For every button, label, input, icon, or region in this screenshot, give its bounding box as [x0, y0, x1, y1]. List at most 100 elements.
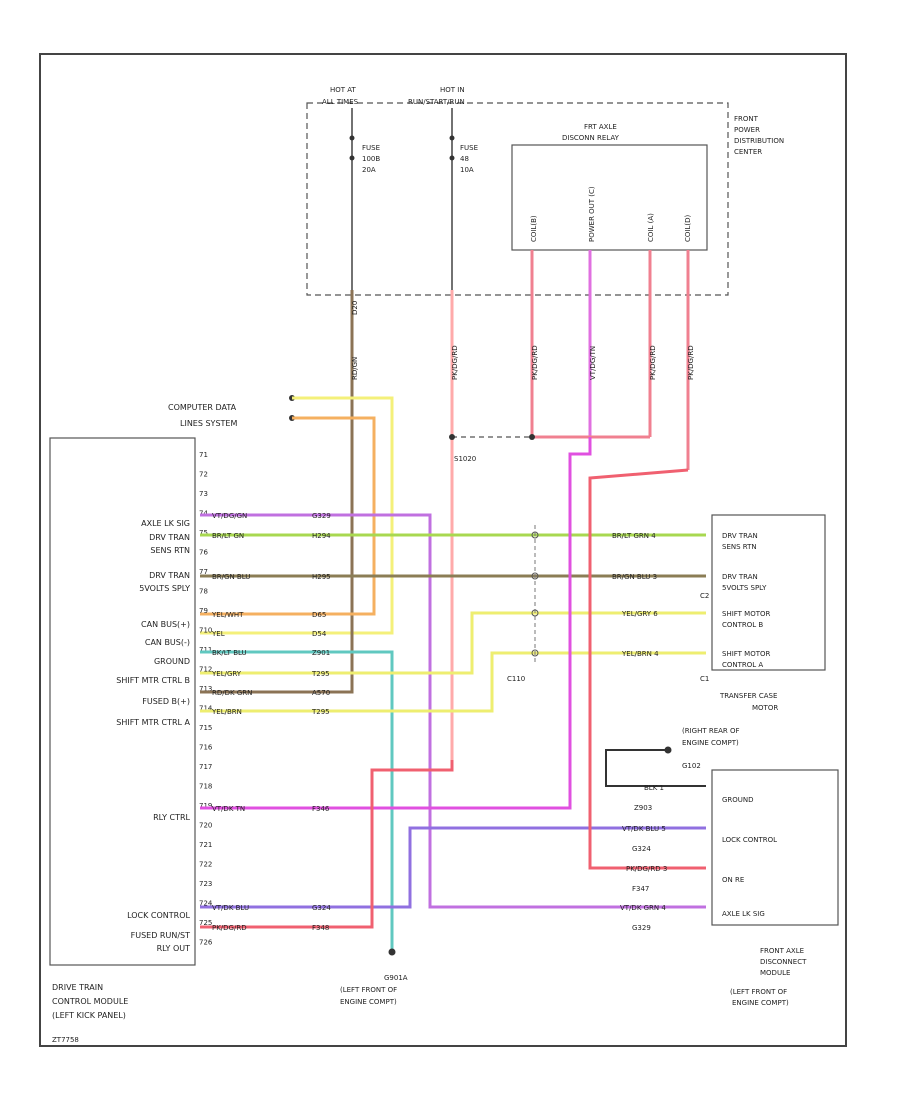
vwire-2-label: PK/DG/RD [451, 345, 459, 380]
tc-c1: C1 [700, 675, 709, 683]
dtcm-caption-1: DRIVE TRAIN [52, 983, 103, 992]
tc-caption-1: TRANSFER CASE [719, 692, 777, 700]
tc-wire-3: YEL/GRY 6 [621, 610, 658, 618]
transfer-case-box [711, 514, 826, 671]
ground-g102-wire [605, 749, 706, 787]
g102-label-2: ENGINE COMPT) [682, 739, 739, 747]
dtcm-caption-3: (LEFT KICK PANEL) [52, 1011, 126, 1020]
wire-code-11: G324 [312, 904, 331, 912]
wire-labels: VT/DG/GN G329 BR/LT GN H294 BR/GN BLU H2… [211, 512, 331, 932]
fpdc-box [306, 102, 729, 296]
hot-in-run-2: RUN/START/RUN [408, 98, 465, 106]
dtcm-label-shift-a: SHIFT MTR CTRL A [116, 718, 190, 727]
g901a-label-1: (LEFT FRONT OF [340, 986, 397, 994]
tc-wire-4: YEL/BRN 4 [621, 650, 659, 658]
wire-code-7: T295 [311, 670, 330, 678]
fuse-left-label-2: 100B [362, 155, 380, 163]
dtcm-pin-number: 719 [199, 802, 212, 810]
tc-pin-3a: SHIFT MOTOR [722, 610, 771, 618]
wire-code-8: A570 [312, 689, 330, 697]
fam-pin-onre: ON RE [722, 876, 744, 884]
tc-pin-4a: SHIFT MOTOR [722, 650, 771, 658]
g901a-id: G901A [384, 974, 408, 982]
wire-fused-run [200, 760, 454, 929]
fuse-right-label-1: FUSE [460, 144, 478, 152]
wire-ground [200, 650, 394, 950]
dtcm-label-sens-rtn: SENS RTN [150, 546, 190, 555]
tc-pin-2b: 5VOLTS SPLY [722, 584, 767, 592]
vwire-4-label: VT/DG/TN [589, 346, 597, 380]
dtcm-pin-number: 78 [199, 588, 208, 596]
c110-label: C110 [507, 675, 525, 683]
footer-id: ZT7758 [52, 1036, 79, 1044]
relay-box [511, 144, 708, 251]
ground-g901a-dot [388, 948, 396, 956]
wire-code-1: G329 [312, 512, 331, 520]
wire-shift-a [200, 651, 706, 713]
dtcm-pin-number: 724 [199, 900, 213, 908]
dtcm-pin-number: 75 [199, 529, 208, 537]
dtcm-label-5v: 5VOLTS SPLY [139, 584, 190, 593]
tc-pin-4b: CONTROL A [722, 661, 763, 669]
dtcm-pin-number: 714 [199, 705, 213, 713]
wire-code-12: F348 [312, 924, 329, 932]
wire-rdgn-pin [200, 620, 354, 694]
dtcm-label-shift-b: SHIFT MTR CTRL B [116, 676, 190, 685]
dtcm-pin-number: 720 [199, 822, 212, 830]
c110-connector: C110 [507, 525, 539, 683]
wire-label-12: PK/DG/RD [212, 924, 247, 932]
wire-label-10: VT/DK TN [212, 805, 245, 813]
dtcm-caption-2: CONTROL MODULE [52, 997, 128, 1006]
fam-pin-ground: GROUND [722, 796, 754, 804]
wire-code-6: Z901 [312, 649, 330, 657]
fam-pin-lock: LOCK CONTROL [722, 836, 777, 844]
fam-caption-3: MODULE [760, 969, 790, 977]
hot-at-all-times-1: HOT AT [330, 86, 357, 94]
dtcm-pin-number: 73 [199, 490, 208, 498]
dtcm-pin-number: 723 [199, 880, 212, 888]
dtcm-pin-number: 726 [199, 939, 213, 947]
cdl-label-2: LINES SYSTEM [180, 419, 237, 428]
g102-id: G102 [682, 762, 701, 770]
splice-label: S1020 [454, 455, 476, 463]
fam-wire-2: VT/DK BLU 5 [622, 825, 666, 833]
vwire-1-label: RD/GN [351, 357, 359, 380]
wire-label-8: RD/DK GRN [212, 689, 252, 697]
fam-code-4: G329 [632, 924, 651, 932]
tc-pin-1b: SENS RTN [722, 543, 757, 551]
tc-pin-2a: DRV TRAN [722, 573, 758, 581]
wire-code-5: D54 [312, 630, 327, 638]
dtcm-label-lock: LOCK CONTROL [127, 911, 190, 920]
vwire-3-label: PK/DG/RD [531, 345, 539, 380]
fam-wire-1: BLK 1 [644, 784, 664, 792]
wire-label-6: BK/LT BLU [212, 649, 247, 657]
dtcm-pin-number: 79 [199, 607, 208, 615]
fam-caption-5: ENGINE COMPT) [732, 999, 789, 1007]
fam-code-2: G324 [632, 845, 651, 853]
relay-pin-label-1: COIL(B) [530, 215, 538, 242]
relay-title-2: DISCONN RELAY [562, 134, 620, 142]
tc-pin-1a: DRV TRAN [722, 532, 758, 540]
vwire-5-label: PK/DG/RD [649, 345, 657, 380]
front-axle-box [711, 769, 839, 926]
wire-label-4: YEL/WHT [211, 611, 244, 619]
hot-at-all-times-2: ALL TIMES [322, 98, 359, 106]
dtcm-pin-number: 721 [199, 841, 212, 849]
diagram-frame [39, 53, 847, 1047]
fam-caption-4: (LEFT FRONT OF [730, 988, 787, 996]
fam-caption-2: DISCONNECT [760, 958, 807, 966]
g102-label-1: (RIGHT REAR OF [682, 727, 740, 735]
dtcm-pin-number: 715 [199, 724, 212, 732]
dtcm-label-fused-run: FUSED RUN/ST [131, 931, 190, 940]
fuse-right-dot [449, 135, 455, 141]
splice-dot-right [529, 434, 535, 440]
dtcm-pin-number: 713 [199, 685, 212, 693]
fuse-right-dot2 [449, 155, 455, 161]
wire-label-3: BR/GN BLU [212, 573, 250, 581]
wire-label-7: YEL/GRY [211, 670, 242, 678]
relay-pin-label-2: POWER OUT (C) [588, 186, 596, 242]
fam-pin-axlelk: AXLE LK SIG [722, 910, 765, 918]
wire-rly-ctrl [200, 437, 592, 810]
wire-code-4: D65 [312, 611, 326, 619]
